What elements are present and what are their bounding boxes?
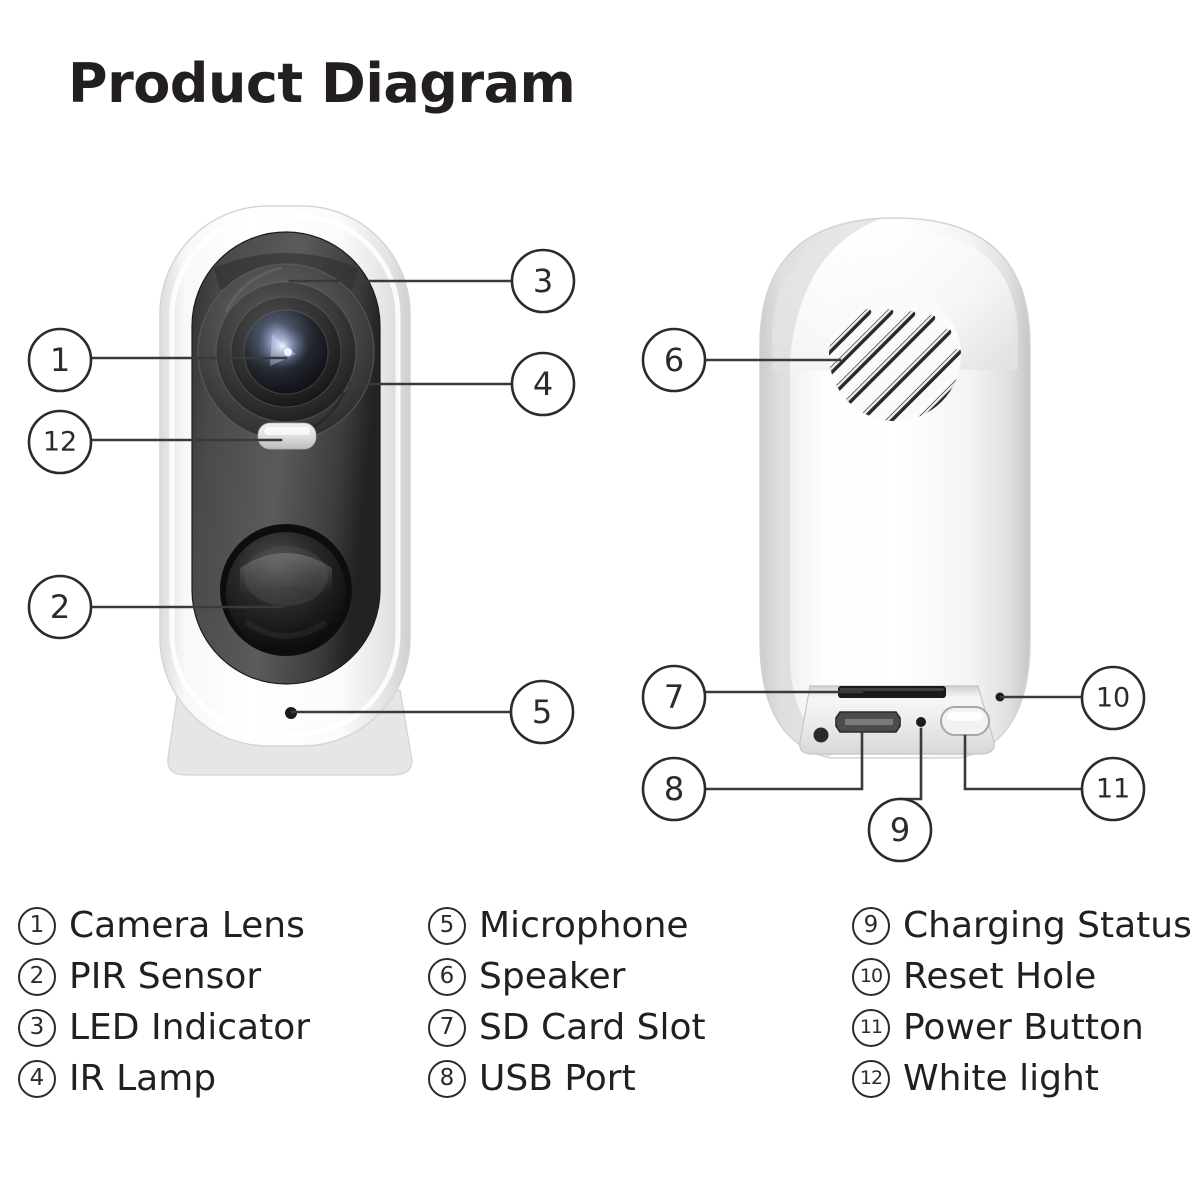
legend-number-8: 8 (428, 1059, 466, 1098)
front-camera-view (159, 205, 413, 776)
sd-slot-inner (840, 688, 944, 691)
callout-5-number: 5 (532, 693, 552, 731)
callout-10-number: 10 (1096, 683, 1130, 714)
legend-label-speaker: Speaker (479, 955, 626, 997)
legend-item-sd-card-slot[interactable]: 7 SD Card Slot (428, 1002, 846, 1053)
callout-10[interactable]: 10 (1080, 665, 1146, 731)
legend-item-speaker[interactable]: 6 Speaker (428, 951, 846, 1002)
legend-item-reset-hole[interactable]: 10 Reset Hole (852, 951, 1200, 1002)
callout-11-number: 11 (1096, 774, 1130, 805)
callout-8-number: 8 (664, 770, 684, 808)
back-camera-view (759, 217, 1031, 759)
legend-number-4: 4 (18, 1059, 56, 1098)
legend-label-power-button: Power Button (903, 1006, 1144, 1048)
page-title: Product Diagram (68, 52, 576, 115)
white-light-led (257, 422, 317, 450)
legend-column-2: 5 Microphone 6 Speaker 7 SD Card Slot 8 … (428, 900, 846, 1104)
legend-number-1: 1 (18, 906, 56, 945)
legend-number-3: 3 (18, 1008, 56, 1047)
callout-5[interactable]: 5 (509, 679, 575, 745)
legend-label-charging-status: Charging Status (903, 904, 1192, 946)
legend-item-usb-port[interactable]: 8 USB Port (428, 1053, 846, 1104)
callout-6-number: 6 (664, 341, 684, 379)
callout-2-number: 2 (50, 588, 70, 626)
legend-label-led-indicator: LED Indicator (69, 1006, 311, 1048)
legend-label-white-light: White light (903, 1057, 1099, 1099)
legend-label-microphone: Microphone (479, 904, 689, 946)
legend-number-5: 5 (428, 906, 466, 945)
callout-12[interactable]: 12 (27, 409, 93, 475)
callout-3-number: 3 (533, 262, 553, 300)
legend-item-white-light[interactable]: 12 White light (852, 1053, 1200, 1104)
leader-line-11 (963, 734, 1084, 791)
legend-label-pir-sensor: PIR Sensor (69, 955, 262, 997)
legend-label-usb-port: USB Port (479, 1057, 636, 1099)
charging-status-led (916, 717, 926, 727)
legend-label-camera-lens: Camera Lens (69, 904, 305, 946)
legend-number-9: 9 (852, 906, 890, 945)
callout-9-number: 9 (890, 811, 910, 849)
camera-lens-assembly (197, 263, 375, 441)
legend-number-11: 11 (852, 1008, 890, 1047)
legend-item-power-button[interactable]: 11 Power Button (852, 1002, 1200, 1053)
power-button-gloss (947, 712, 983, 721)
legend-item-led-indicator[interactable]: 3 LED Indicator (18, 1002, 428, 1053)
tripod-screw-hole (813, 727, 829, 743)
callout-1[interactable]: 1 (27, 327, 93, 393)
legend-item-charging-status[interactable]: 9 Charging Status (852, 900, 1200, 951)
legend-label-reset-hole: Reset Hole (903, 955, 1097, 997)
legend-number-6: 6 (428, 957, 466, 996)
legend-number-12: 12 (852, 1059, 890, 1098)
callout-3[interactable]: 3 (510, 248, 576, 314)
legend-item-microphone[interactable]: 5 Microphone (428, 900, 846, 951)
callout-9[interactable]: 9 (867, 797, 933, 863)
front-bezel-highlight (169, 213, 401, 737)
callout-4[interactable]: 4 (510, 351, 576, 417)
leader-line-8 (703, 731, 864, 791)
legend-column-1: 1 Camera Lens 2 PIR Sensor 3 LED Indicat… (18, 900, 428, 1104)
callout-12-number: 12 (43, 427, 77, 458)
callout-6[interactable]: 6 (641, 327, 707, 393)
legend-item-ir-lamp[interactable]: 4 IR Lamp (18, 1053, 428, 1104)
usb-port-inner (845, 719, 893, 725)
callout-1-number: 1 (50, 341, 70, 379)
legend-item-pir-sensor[interactable]: 2 PIR Sensor (18, 951, 428, 1002)
bottom-port-panel (799, 685, 1005, 755)
callout-8[interactable]: 8 (641, 756, 707, 822)
back-edge-shadow (760, 219, 880, 757)
legend: 1 Camera Lens 2 PIR Sensor 3 LED Indicat… (0, 900, 1200, 1140)
callout-7-number: 7 (664, 678, 684, 716)
callout-7[interactable]: 7 (641, 664, 707, 730)
legend-label-sd-card-slot: SD Card Slot (479, 1006, 706, 1048)
callout-11[interactable]: 11 (1080, 756, 1146, 822)
callout-4-number: 4 (533, 365, 553, 403)
legend-number-7: 7 (428, 1008, 466, 1047)
callout-leader-lines (89, 279, 1084, 801)
callout-2[interactable]: 2 (27, 574, 93, 640)
legend-label-ir-lamp: IR Lamp (69, 1057, 217, 1099)
callout-bubbles: 1 12 2 3 4 5 6 (27, 248, 1146, 863)
white-light-gloss (264, 427, 310, 435)
legend-column-3: 9 Charging Status 10 Reset Hole 11 Power… (852, 900, 1200, 1104)
legend-number-10: 10 (852, 957, 890, 996)
pir-sensor-dome (220, 524, 352, 656)
legend-number-2: 2 (18, 957, 56, 996)
legend-item-camera-lens[interactable]: 1 Camera Lens (18, 900, 428, 951)
